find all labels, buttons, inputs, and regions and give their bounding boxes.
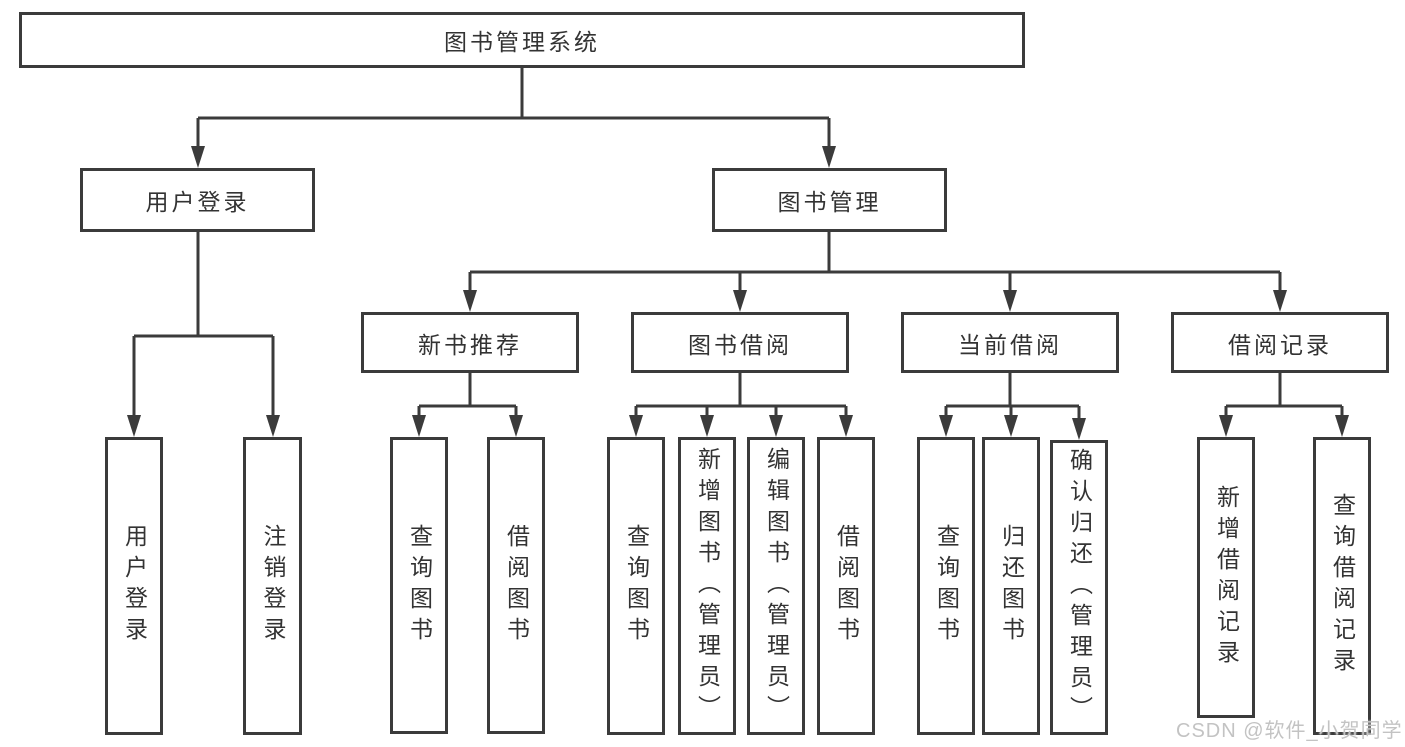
node-current-borrowing: 当前借阅: [901, 312, 1119, 373]
leaf-borrow-query-books: 查询图书: [607, 437, 665, 735]
csdn-watermark: CSDN @软件_小贺同学: [1176, 720, 1403, 742]
leaf-borrow-edit-books-admin: 编辑图书（管理员）: [747, 437, 805, 735]
leaf-logout: 注销登录: [243, 437, 302, 735]
leaf-borrow-add-books-admin: 新增图书（管理员）: [678, 437, 736, 735]
leaf-borrow-borrow-books: 借阅图书: [817, 437, 875, 735]
leaf-current-query-books: 查询图书: [917, 437, 975, 735]
leaf-records-add-record: 新增借阅记录: [1197, 437, 1255, 718]
node-library-system: 图书管理系统: [19, 12, 1025, 68]
node-borrowing-records: 借阅记录: [1171, 312, 1389, 373]
leaf-newbook-borrow-books: 借阅图书: [487, 437, 545, 734]
node-user-login: 用户登录: [80, 168, 315, 232]
leaf-user-login: 用户登录: [105, 437, 163, 735]
leaf-current-return-books: 归还图书: [982, 437, 1040, 735]
node-book-management: 图书管理: [712, 168, 947, 232]
leaf-newbook-query-books: 查询图书: [390, 437, 448, 734]
leaf-records-query-record: 查询借阅记录: [1313, 437, 1371, 735]
node-new-book-recommend: 新书推荐: [361, 312, 579, 373]
node-book-borrowing: 图书借阅: [631, 312, 849, 373]
leaf-current-confirm-return-admin: 确认归还（管理员）: [1050, 440, 1108, 735]
